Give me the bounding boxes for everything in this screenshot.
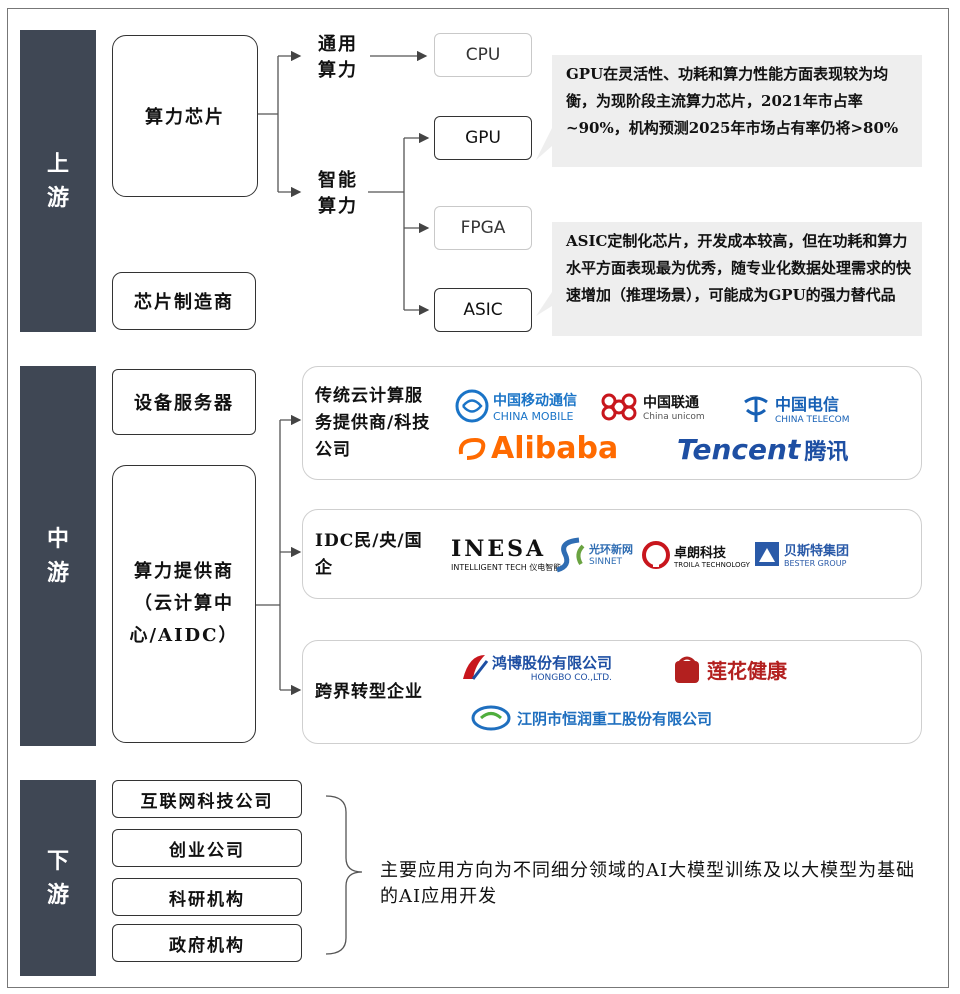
inesa-sub: INTELLIGENT TECH 仪电智能 (451, 563, 562, 572)
chip-box: 算力芯片 (112, 35, 258, 197)
band-midstream: 中游 (20, 366, 96, 746)
china-unicom-icon (601, 393, 637, 421)
chip-asic: ASIC (434, 288, 532, 332)
band-upstream: 上游 (20, 30, 96, 332)
downstream-summary: 主要应用方向为不同细分领域的AI大模型训练及以大模型为基础的AI应用开发 (380, 860, 916, 907)
manufacturer-box: 芯片制造商 (112, 272, 256, 330)
china-unicom-logo: 中国联通 China unicom (599, 391, 705, 423)
panel-crossover-label: 跨界转型企业 (315, 682, 423, 702)
china-mobile-logo: 中国移动通信 CHINA MOBILE (455, 389, 577, 423)
equipment-box: 设备服务器 (112, 369, 256, 435)
sinnet-logo: 光环新网 SINNET (553, 534, 633, 574)
chip-gpu: GPU (434, 116, 532, 160)
trolia-sub: TROILA TECHNOLOGY (674, 560, 750, 569)
china-telecom-icon (744, 396, 768, 422)
diagram-frame (7, 8, 949, 988)
panel-crossover: 跨界转型企业 鸿博股份有限公司 HONGBO CO.,LTD. 莲花健康 江阴市… (302, 640, 922, 744)
trolia-name: 卓朗科技 (674, 545, 727, 561)
panel-idc-label: IDC民/央/国企 (315, 531, 423, 578)
general-compute-label: 通用算力 (318, 34, 358, 81)
downstream-box-research: 科研机构 (112, 878, 302, 916)
bester-name: 贝斯特集团 (784, 544, 850, 559)
tencent-cn-name: 腾讯 (804, 439, 849, 465)
tencent-logo: Tencent 腾讯 (677, 433, 848, 466)
hongbo-name: 鸿博股份有限公司 (492, 653, 613, 672)
chip-cpu: CPU (434, 33, 532, 77)
china-mobile-name: 中国移动通信 (493, 392, 577, 409)
lianhua-icon (675, 656, 699, 683)
bester-icon (755, 542, 779, 566)
alibaba-logo: Alibaba (455, 431, 618, 466)
lianhua-logo: 莲花健康 (673, 653, 787, 685)
brace-icon (325, 795, 363, 955)
panel-idc: IDC民/央/国企 INESA INTELLIGENT TECH 仪电智能 光环… (302, 509, 922, 599)
lianhua-name: 莲花健康 (707, 658, 787, 683)
downstream-box-startup: 创业公司 (112, 829, 302, 867)
china-unicom-name: 中国联通 (643, 395, 699, 411)
downstream-box-government: 政府机构 (112, 924, 302, 962)
hengrun-name: 江阴市恒润重工股份有限公司 (517, 709, 713, 728)
chip-fpga: FPGA (434, 206, 532, 250)
china-unicom-sub: China unicom (643, 412, 705, 422)
hengrun-logo: 江阴市恒润重工股份有限公司 (471, 705, 712, 731)
sinnet-sub: SINNET (589, 557, 623, 567)
band-upstream-label: 上游 (46, 151, 69, 211)
sinnet-name: 光环新网 (589, 543, 633, 556)
china-telecom-sub: CHINA TELECOM (775, 415, 850, 425)
band-midstream-label: 中游 (46, 526, 69, 586)
asic-note: ASIC定制化芯片，开发成本较高，但在功耗和算力水平方面表现最为优秀，随专业化数… (552, 222, 922, 336)
china-mobile-icon (455, 389, 489, 423)
panel-cloud-label: 传统云计算服务提供商/科技公司 (315, 386, 431, 460)
panel-cloud-providers: 传统云计算服务提供商/科技公司 中国移动通信 CHINA MOBILE 中国联通… (302, 366, 922, 480)
inesa-name: INESA (451, 536, 547, 562)
band-downstream: 下游 (20, 780, 96, 976)
sinnet-icon (556, 537, 585, 573)
alibaba-icon (458, 437, 486, 460)
hongbo-sub: HONGBO CO.,LTD. (530, 672, 613, 683)
trolia-icon (642, 541, 670, 569)
tencent-name: Tencent (677, 433, 801, 466)
smart-compute-label: 智能算力 (318, 170, 358, 217)
downstream-box-internet: 互联网科技公司 (112, 780, 302, 818)
inesa-logo: INESA INTELLIGENT TECH 仪电智能 (451, 536, 561, 573)
trolia-logo: 卓朗科技 TROILA TECHNOLOGY (641, 540, 750, 570)
hongbo-icon (463, 655, 489, 680)
china-mobile-sub: CHINA MOBILE (493, 409, 574, 423)
gpu-note: GPU在灵活性、功耗和算力性能方面表现较为均衡，为现阶段主流算力芯片，2021年… (552, 55, 922, 167)
hengrun-icon (471, 705, 511, 731)
china-telecom-logo: 中国电信 CHINA TELECOM (741, 391, 849, 425)
alibaba-name: Alibaba (491, 431, 619, 466)
china-telecom-name: 中国电信 (775, 395, 840, 414)
bester-logo: 贝斯特集团 BESTER GROUP (753, 540, 849, 568)
provider-box: 算力提供商（云计算中心/AIDC） (112, 465, 256, 743)
band-downstream-label: 下游 (46, 848, 69, 908)
hongbo-logo: 鸿博股份有限公司 HONGBO CO.,LTD. (459, 651, 612, 683)
bester-sub: BESTER GROUP (784, 559, 847, 568)
